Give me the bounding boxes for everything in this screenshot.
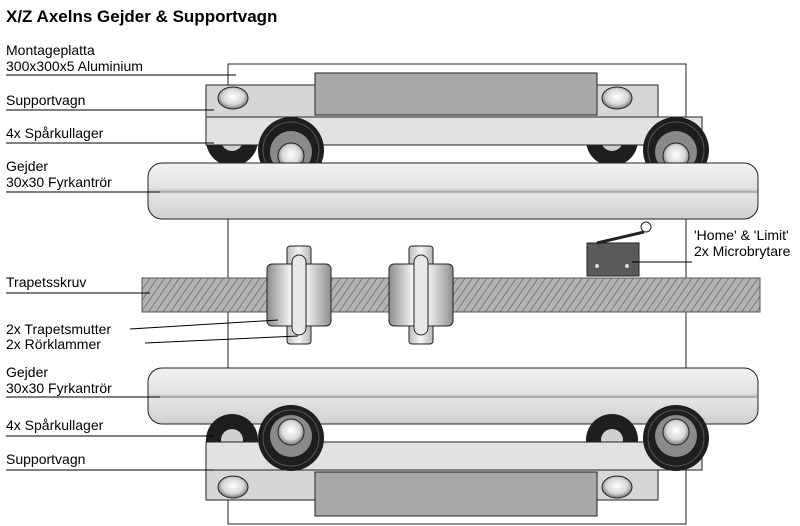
- bolt-head-icon: [217, 475, 249, 499]
- label-rorklammer: 2x Rörklammer: [6, 336, 101, 352]
- label-sparkullager-top: 4x Spårkullager: [6, 125, 104, 141]
- bolt-head-icon: [601, 86, 633, 110]
- label-supportvagn-top: Supportvagn: [6, 92, 85, 108]
- diagram-title: X/Z Axelns Gejder & Supportvagn: [6, 7, 277, 26]
- label-microbrytare: 'Home' & 'Limit': [694, 227, 789, 243]
- label-sparkullager-bottom: 4x Spårkullager: [6, 417, 104, 433]
- trapezoidal-nut: [388, 245, 454, 345]
- trapezoidal-nut: [266, 245, 332, 345]
- bolt-head-icon: [217, 86, 249, 110]
- label-montageplatta-spec: 300x300x5 Aluminium: [6, 58, 143, 74]
- guide-rail-top: [147, 162, 759, 220]
- bolt-head-icon: [601, 475, 633, 499]
- label-gejder-bottom-spec: 30x30 Fyrkantrör: [6, 380, 112, 396]
- bearing-icon: [258, 405, 324, 471]
- leader-lines: [6, 74, 692, 471]
- label-trapetsskruv: Trapetsskruv: [6, 274, 86, 290]
- label-montageplatta: Montageplatta: [6, 42, 95, 58]
- label-supportvagn-bottom: Supportvagn: [6, 451, 85, 467]
- microswitch-icon: [586, 221, 652, 277]
- label-gejder-top: Gejder: [6, 158, 48, 174]
- label-trapetsmutter: 2x Trapetsmutter: [6, 321, 111, 337]
- bearing-icon: [643, 405, 709, 471]
- label-gejder-bottom: Gejder: [6, 364, 48, 380]
- label-microbrytare-count: 2x Microbrytare: [694, 243, 791, 259]
- label-gejder-top-spec: 30x30 Fyrkantrör: [6, 174, 112, 190]
- support-carriage-bottom: [205, 405, 709, 517]
